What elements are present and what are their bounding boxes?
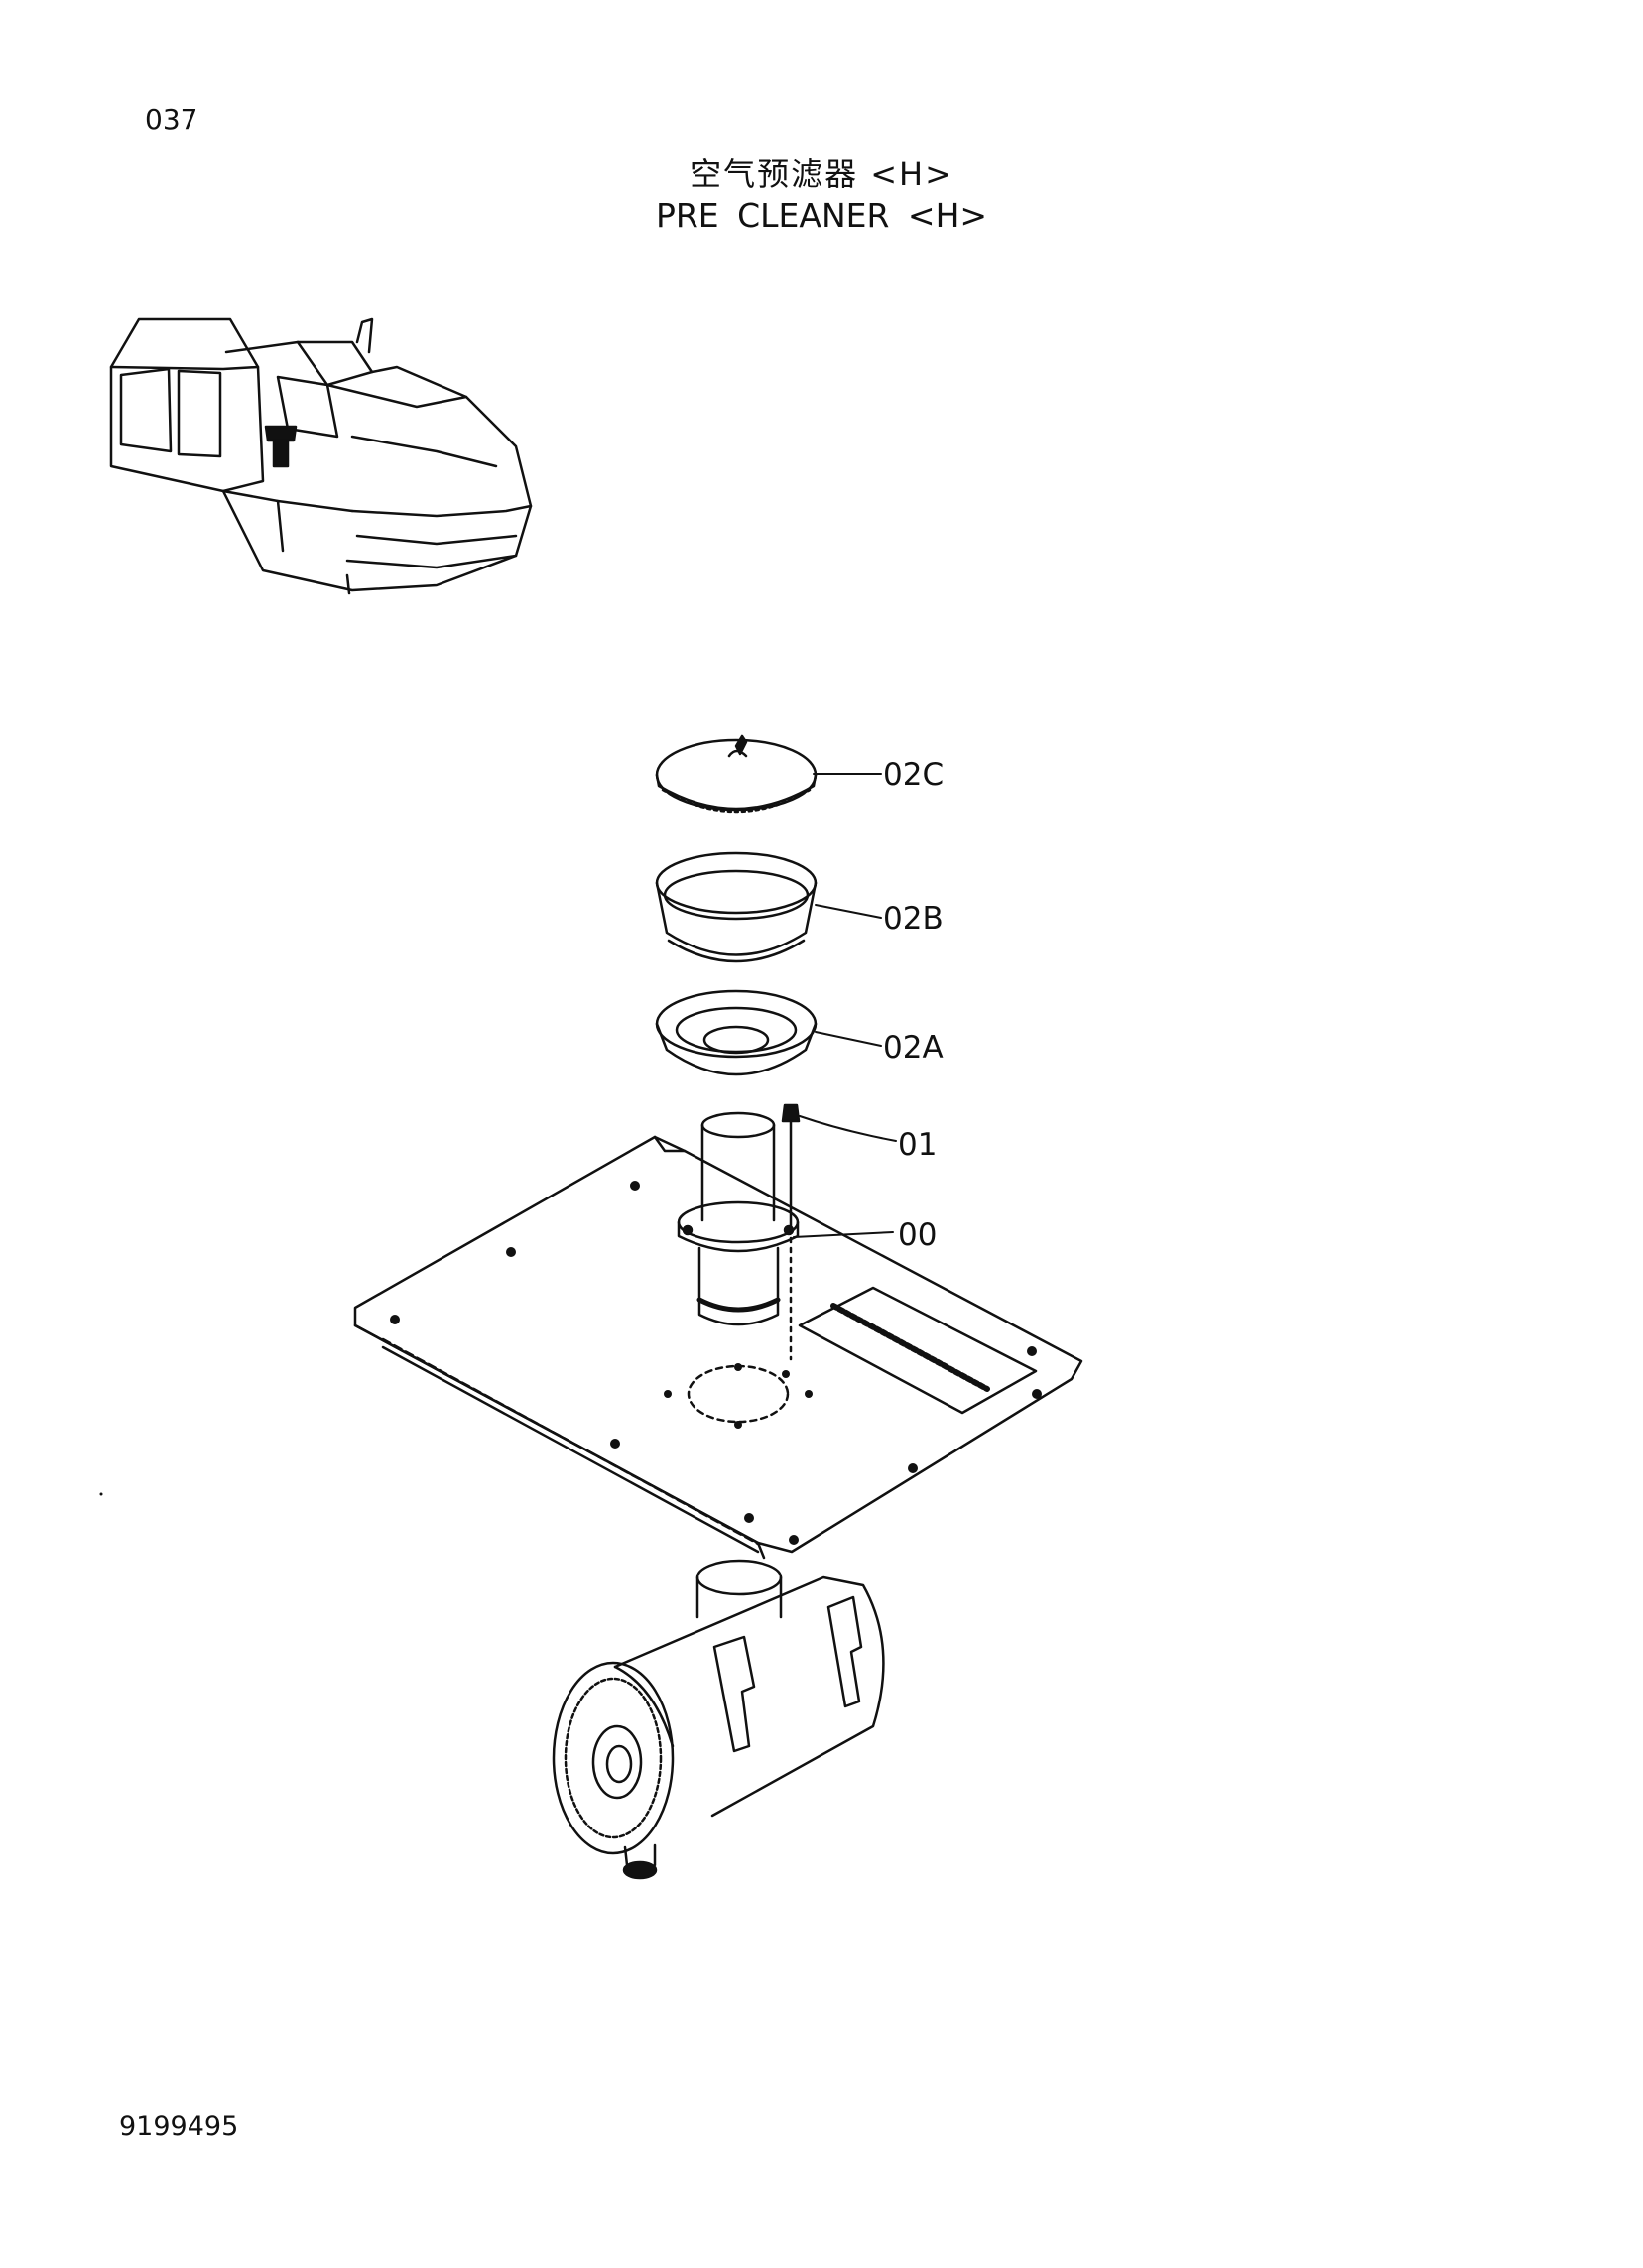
stray-dot	[99, 1492, 103, 1496]
air-cleaner-body	[552, 1559, 885, 1880]
callout-leaders	[793, 773, 897, 1238]
part-01-bolt	[781, 1103, 801, 1361]
leader-02b	[815, 904, 882, 919]
part-02a-seat	[655, 989, 818, 1076]
diagram-title-chinese: 空气预滤器 <H>	[690, 155, 953, 192]
part-02b-band	[655, 851, 818, 963]
callout-label-02c: 02C	[883, 757, 944, 793]
callout-label-02a: 02A	[883, 1030, 944, 1066]
callout-label-00: 00	[898, 1217, 937, 1253]
machine-locator-illustration	[109, 317, 533, 595]
diagram-title-english: PRE CLEANER <H>	[655, 196, 988, 235]
leader-02a	[815, 1031, 882, 1047]
leader-01	[799, 1115, 897, 1142]
callout-label-02b: 02B	[883, 901, 944, 937]
document-number: 9199495	[119, 2111, 239, 2142]
leader-00	[793, 1231, 894, 1238]
page-number: 037	[145, 103, 198, 136]
mounting-plate	[353, 1135, 1083, 1560]
part-00-intake-pipe	[677, 1111, 800, 1326]
part-02c-cap	[655, 734, 818, 814]
callout-label-01: 01	[898, 1127, 937, 1163]
